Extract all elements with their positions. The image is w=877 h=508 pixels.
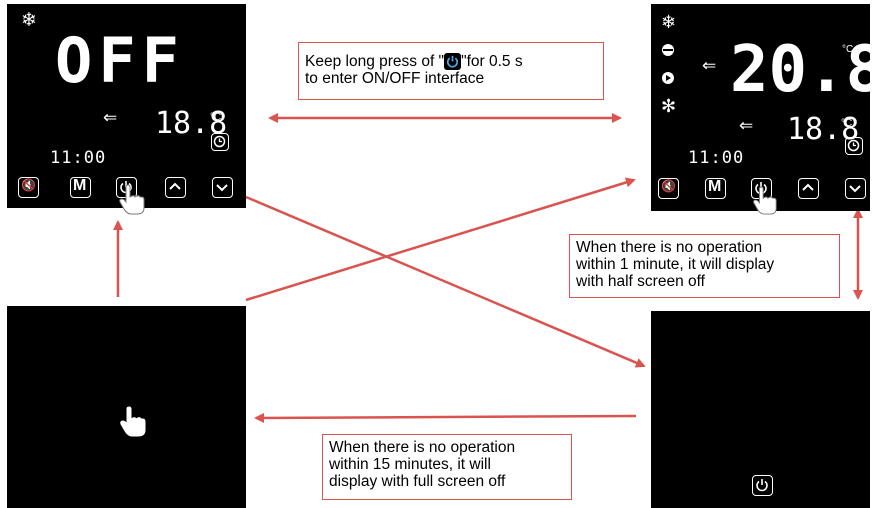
clock-icon (845, 137, 863, 155)
full-off-text-2: within 15 minutes, it will (329, 456, 491, 473)
room-temperature: 20.8 (730, 33, 877, 107)
long-press-text-1: Keep long press of " (305, 53, 445, 70)
power-icon (756, 479, 768, 492)
up-button[interactable] (798, 178, 819, 199)
power-icon (444, 53, 462, 70)
full-off-text-1: When there is no operation (329, 439, 516, 456)
mode-text: OFF (55, 24, 185, 97)
up-arrow-icon (169, 182, 181, 190)
clock-time: 11:00 (50, 148, 107, 168)
down-arrow-icon (216, 184, 228, 192)
half-off-text-1: When there is no operation (576, 239, 763, 256)
fan-icon: ✻ (661, 96, 677, 116)
mode-m-icon: M (708, 178, 722, 195)
set-temperature-unit: °C (841, 118, 853, 129)
half-off-note: When there is no operation within 1 minu… (569, 234, 840, 298)
clock-icon (211, 133, 229, 151)
down-button[interactable] (212, 177, 233, 198)
half-off-screen-panel (651, 311, 870, 508)
mute-icon: 🔇 (21, 178, 36, 192)
on-screen-panel: ❄ ✻ ⇐ 20.8 °C ⇐ 18.8 °C 11:00 🔇 M (651, 4, 877, 215)
heat-source-icon: ⇐ (739, 116, 754, 135)
long-press-note: Keep long press of " "for 0.5 s to enter … (298, 42, 604, 100)
temperature-unit: °C (210, 112, 222, 123)
room-temperature-unit: °C (842, 44, 854, 55)
snowflake-icon: ❄ (21, 10, 37, 31)
off-screen-panel: ❄ OFF ⇐ 18.8 °C 11:00 🔇 M (7, 4, 246, 215)
hand-pointer-icon (753, 186, 777, 215)
heat-source-icon: ⇐ (702, 56, 717, 75)
long-press-text-3: to enter ON/OFF interface (305, 70, 485, 87)
hand-pointer-icon (119, 184, 145, 215)
clock-time: 11:00 (688, 148, 745, 168)
power-button[interactable] (752, 475, 773, 496)
half-off-text-3: with half screen off (576, 273, 705, 290)
arrow-halfoff-to-fulloff (254, 412, 637, 423)
up-button[interactable] (165, 177, 186, 198)
mode-m-icon: M (73, 177, 87, 194)
mute-button[interactable]: 🔇 (18, 177, 39, 198)
arrow-off-to-halfoff (245, 195, 646, 368)
heat-source-icon: ⇐ (103, 108, 118, 127)
mute-button[interactable]: 🔇 (658, 178, 679, 199)
arrow-blank-to-on (245, 177, 636, 302)
full-off-screen-panel[interactable] (7, 306, 246, 508)
mode-m-button[interactable]: M (705, 178, 726, 199)
auto-mode-icon (662, 44, 674, 56)
up-arrow-icon (802, 183, 814, 191)
hand-pointer-icon (120, 406, 146, 437)
long-press-text-2: "for 0.5 s (461, 53, 523, 70)
mute-icon: 🔇 (661, 179, 676, 193)
mode-m-button[interactable]: M (70, 177, 91, 198)
play-mode-icon (662, 72, 674, 84)
full-off-text-3: display with full screen off (329, 473, 506, 490)
snowflake-icon: ❄ (661, 12, 677, 32)
down-arrow-icon (849, 185, 861, 193)
full-off-note: When there is no operation within 15 min… (322, 434, 572, 500)
down-button[interactable] (845, 178, 866, 199)
half-off-text-2: within 1 minute, it will display (576, 256, 775, 273)
